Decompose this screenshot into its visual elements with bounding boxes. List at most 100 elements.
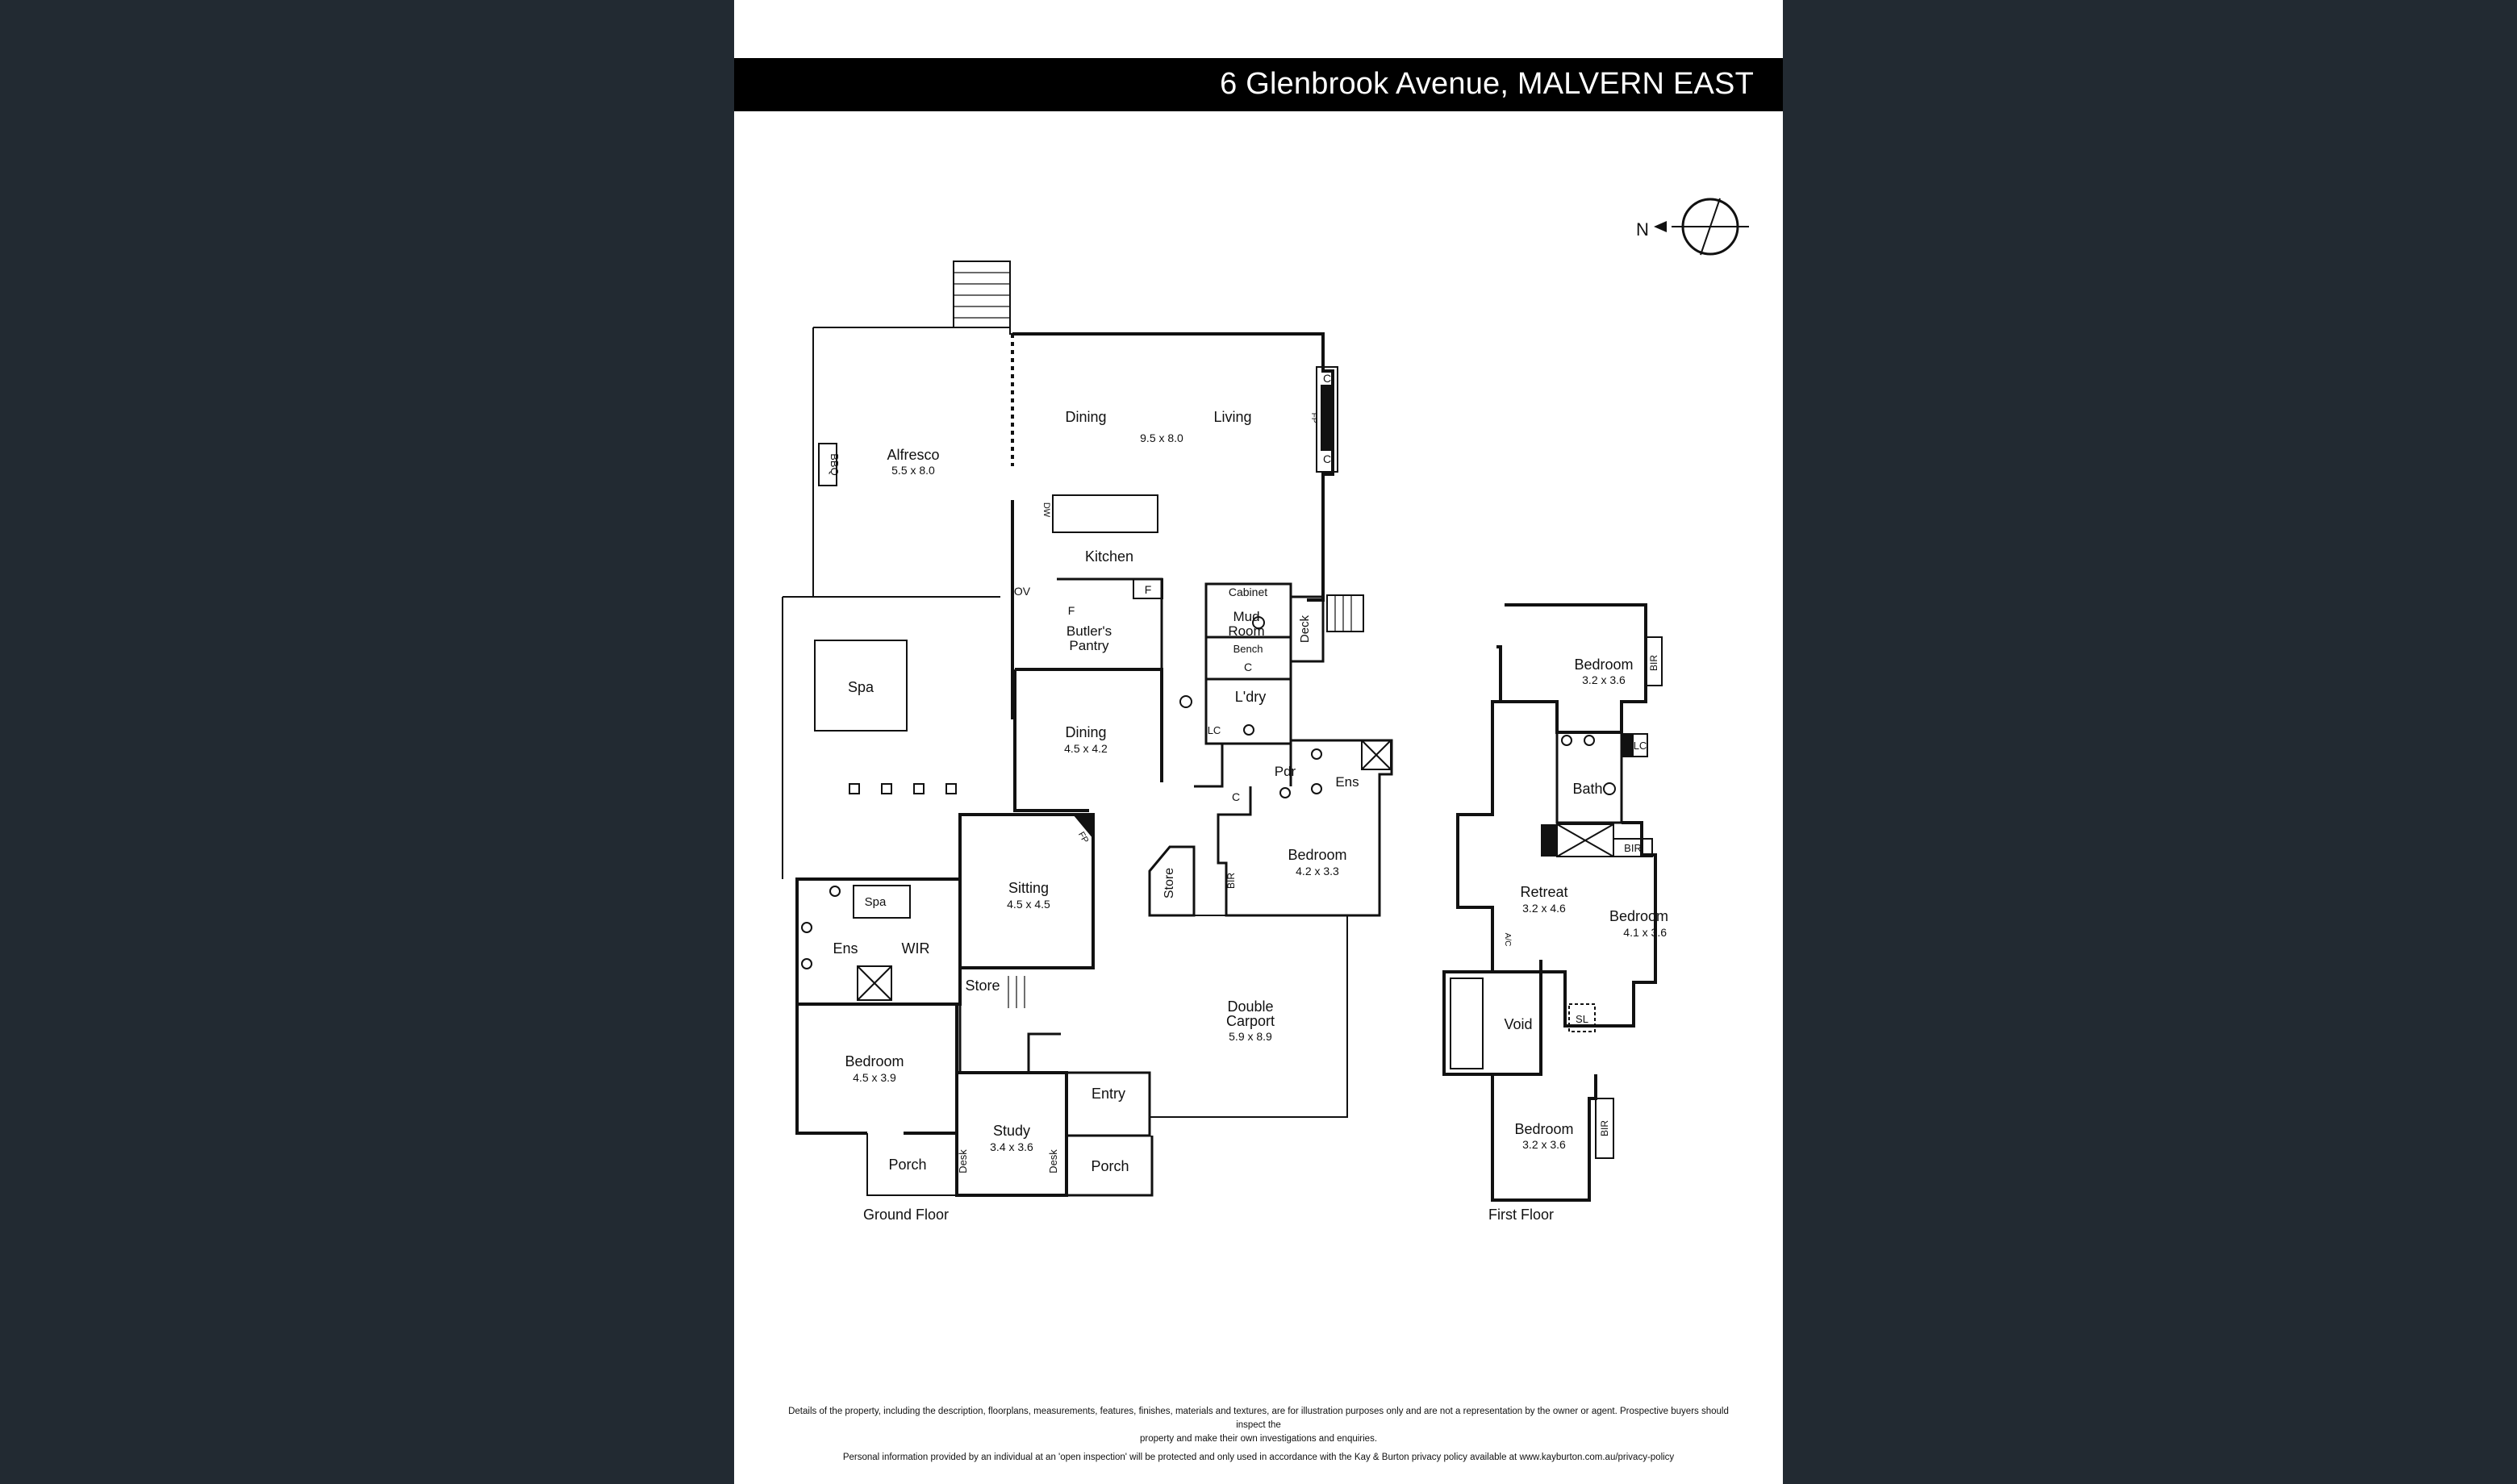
carport-label-2: Carport: [1226, 1013, 1275, 1029]
living-label: Living: [1213, 409, 1251, 425]
bir-right: [1613, 838, 1653, 857]
kitchen-island: [1052, 494, 1158, 533]
dining2-label: Dining: [1065, 724, 1106, 740]
fridge-box: [1133, 578, 1163, 599]
bedroom-ff-top-size: 3.2 x 3.6: [1582, 673, 1626, 686]
oven-label: OV: [1014, 585, 1031, 598]
fireplace-box: [1316, 366, 1338, 473]
porch-right-label: Porch: [1091, 1158, 1129, 1174]
bedroom-ff-right-label: Bedroom: [1609, 908, 1668, 924]
spa-bath-tub: [853, 885, 911, 919]
void-stair: [1450, 978, 1484, 1069]
deck-steps: [1326, 594, 1364, 632]
mud-room-label-1: Mud: [1233, 609, 1259, 624]
fridge-label-pantry: F: [1068, 604, 1075, 617]
bedroom-gf-right-size: 4.2 x 3.3: [1296, 865, 1339, 877]
skylight-box: [1568, 1003, 1596, 1032]
floorplan-drawing: N: [782, 198, 1749, 1223]
living-size: 9.5 x 8.0: [1140, 431, 1183, 444]
bedroom-gf-left-size: 4.5 x 3.9: [853, 1071, 896, 1084]
compass: N: [1636, 198, 1749, 256]
void-label: Void: [1504, 1016, 1532, 1032]
bbq-unit: [818, 443, 837, 486]
wir-box: [857, 965, 892, 1001]
entry-label: Entry: [1092, 1086, 1125, 1102]
basin-icon: [829, 886, 841, 897]
disclaimer-line-3: Personal information provided by an indi…: [842, 1453, 1675, 1462]
retreat-fireplace-icon: [1541, 824, 1557, 857]
bedroom-ff-right-walls: [1539, 821, 1657, 1028]
bedroom-ff-top-label: Bedroom: [1574, 657, 1633, 673]
property-address: 6 Glenbrook Avenue, MALVERN EAST: [1220, 67, 1754, 101]
desk-label-left: Desk: [957, 1149, 969, 1173]
bedroom-ff-bottom-walls: [1491, 1074, 1597, 1202]
dining-main-label: Dining: [1065, 409, 1106, 425]
porch-left-label: Porch: [888, 1157, 926, 1173]
carport-label-1: Double: [1227, 998, 1273, 1015]
store-side-label: Store: [1162, 868, 1176, 898]
bench-label: Bench: [1233, 643, 1263, 655]
basin-icon: [1252, 616, 1265, 629]
fireplace-insert-icon: [1321, 385, 1334, 451]
carport-size: 5.9 x 8.9: [1229, 1030, 1272, 1043]
sitting-fireplace-icon: [1073, 815, 1093, 839]
toilet-icon: [1311, 748, 1322, 760]
ens-cross: [1361, 740, 1392, 770]
kitchen-label: Kitchen: [1085, 548, 1133, 565]
cupboard-mud-label: C: [1244, 661, 1252, 673]
stone: [945, 783, 957, 794]
bir-label-ff-right: BIR: [1624, 842, 1642, 854]
pantry-label-2: Pantry: [1069, 638, 1109, 653]
deck-label: Deck: [1298, 615, 1312, 643]
spa-deck: [782, 596, 813, 879]
powder-label: Pdr: [1275, 764, 1296, 779]
wir-cross: [857, 965, 892, 1001]
basin-icon: [801, 958, 812, 969]
bedroom-gf-left-label: Bedroom: [845, 1053, 904, 1069]
ground-fixtures: [801, 366, 1392, 1001]
mud-room-label-2: Room: [1228, 623, 1264, 639]
bir-label-ff-top: BIR: [1648, 655, 1659, 671]
alfresco-size: 5.5 x 8.0: [891, 464, 935, 477]
store-mid-label: Store: [965, 978, 1000, 994]
stepping-stones: [849, 783, 957, 794]
cupboard-living-bottom: C: [1323, 452, 1331, 465]
room-labels: Alfresco 5.5 x 8.0 Dining Living 9.5 x 8…: [833, 409, 1668, 1174]
first-floor-label: First Floor: [1488, 1207, 1554, 1223]
spa-pool: [814, 640, 908, 732]
disclaimer-line-2: property and make their own investigatio…: [1139, 1434, 1378, 1444]
fridge-label: F: [1145, 583, 1152, 596]
bir-bottom: [1595, 1098, 1614, 1159]
alfresco-outline: [813, 327, 1012, 335]
dining2-walls: [1013, 668, 1163, 812]
fireplace-label-living: FP: [1309, 413, 1318, 423]
bath-label: Bath: [1572, 781, 1602, 797]
ens-box: [1361, 740, 1392, 770]
ensuite-right-label: Ens: [1335, 774, 1359, 790]
bedroom-ff-right-size: 4.1 x 3.6: [1623, 926, 1667, 939]
toilet-icon: [1603, 782, 1616, 795]
deck: [1289, 595, 1325, 663]
retreat-walls: [1456, 700, 1521, 972]
sitting-label: Sitting: [1008, 880, 1049, 896]
disclaimer: Details of the property, including the d…: [783, 1405, 1734, 1465]
ensuite-left-label: Ens: [833, 940, 858, 957]
entry-walls: [1065, 1071, 1154, 1197]
compass-tilt: [1700, 198, 1721, 256]
bedroom-ff-bottom-label: Bedroom: [1514, 1121, 1573, 1137]
fixture-labels: BBQ F F OV DW Cabinet Bench C C C C LC F…: [829, 372, 1659, 1173]
spa-bath-label: Spa: [865, 895, 887, 909]
north-arrow-icon: [1654, 221, 1667, 232]
bir-label-ff-bottom: BIR: [1599, 1120, 1610, 1136]
basin-icon: [801, 922, 812, 933]
basin-icon: [1179, 695, 1192, 708]
linen-label-gf: LC: [1208, 724, 1221, 736]
store-side-walls: [1148, 845, 1196, 917]
bedroom-gf-right-label: Bedroom: [1288, 847, 1346, 863]
disclaimer-line-1: Details of the property, including the d…: [788, 1407, 1729, 1430]
linen-label-ff: LC: [1634, 740, 1647, 752]
stone: [849, 783, 860, 794]
bedroom-ff-bottom-size: 3.2 x 3.6: [1522, 1138, 1566, 1151]
cupboard-pdr-label: C: [1232, 790, 1240, 803]
stone: [881, 783, 892, 794]
